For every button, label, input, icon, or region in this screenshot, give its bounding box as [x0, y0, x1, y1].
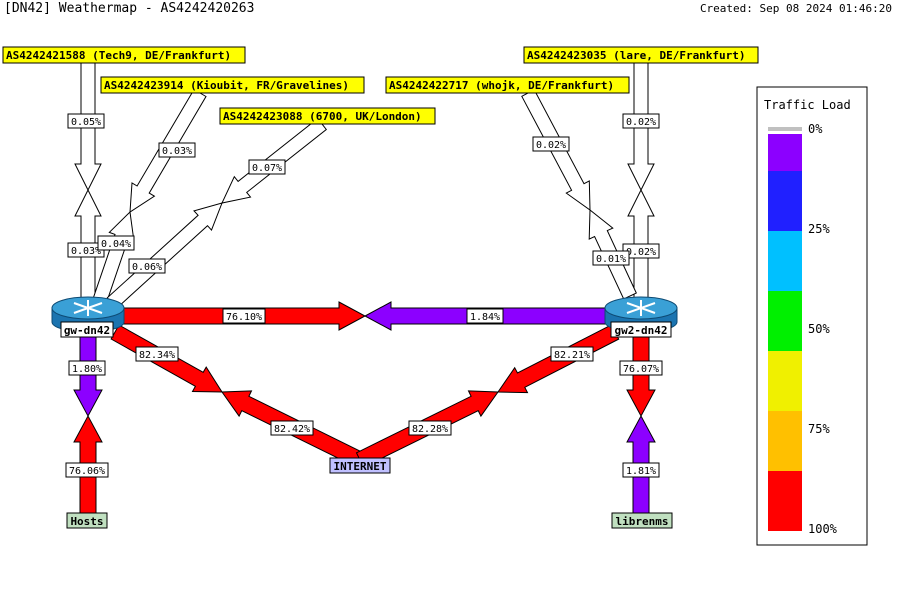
svg-text:82.42%: 82.42% [274, 424, 310, 435]
legend-tick-100: 100% [808, 522, 838, 536]
legend-tick-50: 50% [808, 322, 830, 336]
label-gw-hosts: 1.80% [68, 360, 106, 376]
svg-text:0.07%: 0.07% [252, 163, 282, 174]
legend-swatch-62-75 [768, 411, 802, 471]
svg-text:1.84%: 1.84% [470, 312, 500, 323]
label-internet-gw2: 82.28% [408, 420, 452, 436]
svg-text:gw-dn42: gw-dn42 [64, 324, 110, 337]
link-gw-hosts-arrow[interactable] [73, 336, 103, 418]
label-whojk-in: 0.02% [532, 136, 570, 152]
legend-swatch-37-50 [768, 291, 802, 351]
legend-tick-0: 0% [808, 122, 823, 136]
label-gw2-internet: 82.21% [550, 346, 594, 362]
svg-text:AS4242423035 (lare, DE/Frankfu: AS4242423035 (lare, DE/Frankfurt) [527, 49, 746, 62]
svg-text:Hosts: Hosts [70, 515, 103, 528]
traffic-load-legend: Traffic Load 0% 25% 50% 75% 100% [756, 86, 868, 546]
svg-text:AS4242422717 (whojk, DE/Frankf: AS4242422717 (whojk, DE/Frankfurt) [389, 79, 614, 92]
label-london-out: 0.06% [128, 258, 166, 274]
svg-text:0.06%: 0.06% [132, 262, 162, 273]
svg-text:0.02%: 0.02% [626, 117, 656, 128]
links-layer [73, 62, 656, 514]
legend-swatch-75-100 [768, 471, 802, 531]
legend-title: Traffic Load [764, 98, 851, 112]
svg-text:0.02%: 0.02% [536, 140, 566, 151]
label-kioubit-in: 0.03% [158, 142, 196, 158]
svg-text:gw2-dn42: gw2-dn42 [615, 324, 668, 337]
svg-text:0.03%: 0.03% [162, 146, 192, 157]
svg-text:1.80%: 1.80% [72, 364, 102, 375]
node-internet[interactable]: INTERNET [329, 457, 391, 474]
legend-swatch-50-62 [768, 351, 802, 411]
label-gw2-librenms: 76.07% [619, 360, 663, 376]
label-gw-gw2: 76.10% [222, 308, 266, 324]
peer-kioubit[interactable]: AS4242423914 (Kioubit, FR/Gravelines) [100, 76, 365, 94]
label-lare-in: 0.02% [622, 113, 660, 129]
label-gw2-gw: 1.84% [466, 308, 504, 324]
legend-swatch-25-37 [768, 231, 802, 291]
legend-tick-25: 25% [808, 222, 830, 236]
svg-text:0.01%: 0.01% [596, 254, 626, 265]
label-london-in: 0.07% [248, 159, 286, 175]
svg-text:INTERNET: INTERNET [334, 460, 387, 473]
label-kioubit-out: 0.04% [97, 235, 135, 251]
svg-text:0.03%: 0.03% [71, 246, 101, 257]
map-title: [DN42] Weathermap - AS4242420263 [4, 1, 254, 16]
label-whojk-out: 0.01% [592, 250, 630, 266]
node-gw-dn42[interactable]: gw-dn42 [51, 296, 125, 338]
label-gw-internet: 82.34% [135, 346, 179, 362]
svg-text:82.21%: 82.21% [554, 350, 590, 361]
node-gw2-dn42[interactable]: gw2-dn42 [604, 296, 678, 338]
svg-text:82.34%: 82.34% [139, 350, 175, 361]
peer-london[interactable]: AS4242423088 (6700, UK/London) [219, 107, 436, 125]
svg-text:librenms: librenms [616, 515, 669, 528]
svg-text:AS4242421588 (Tech9, DE/Frankf: AS4242421588 (Tech9, DE/Frankfurt) [6, 49, 231, 62]
svg-text:82.28%: 82.28% [412, 424, 448, 435]
svg-text:0.04%: 0.04% [101, 239, 131, 250]
peer-whojk[interactable]: AS4242422717 (whojk, DE/Frankfurt) [385, 76, 630, 94]
link-labels: 0.05% 0.03% 0.03% 0.04% 0.07% 0.06% 0.02… [65, 113, 663, 478]
legend-swatch-none [768, 127, 802, 131]
link-london-out-arrow[interactable] [106, 202, 223, 309]
svg-text:0.02%: 0.02% [626, 247, 656, 258]
label-hosts-gw: 76.06% [65, 462, 109, 478]
legend-swatch-0-12 [768, 134, 802, 171]
peer-lare[interactable]: AS4242423035 (lare, DE/Frankfurt) [523, 46, 759, 64]
svg-text:0.05%: 0.05% [71, 117, 101, 128]
link-gw2-librenms-arrow[interactable] [626, 336, 656, 418]
legend-swatch-12-25 [768, 171, 802, 231]
label-internet-gw: 82.42% [270, 420, 314, 436]
svg-text:76.07%: 76.07% [623, 364, 659, 375]
svg-text:AS4242423914 (Kioubit, FR/Grav: AS4242423914 (Kioubit, FR/Gravelines) [104, 79, 349, 92]
svg-text:76.06%: 76.06% [69, 466, 105, 477]
node-librenms[interactable]: librenms [611, 512, 673, 529]
svg-text:AS4242423088 (6700, UK/London): AS4242423088 (6700, UK/London) [223, 110, 422, 123]
peer-tech9[interactable]: AS4242421588 (Tech9, DE/Frankfurt) [2, 46, 246, 64]
label-tech9-in: 0.05% [67, 113, 105, 129]
label-librenms-gw2: 1.81% [622, 462, 660, 478]
node-hosts[interactable]: Hosts [66, 512, 108, 529]
legend-tick-75: 75% [808, 422, 830, 436]
svg-text:76.10%: 76.10% [226, 312, 262, 323]
svg-text:1.81%: 1.81% [626, 466, 656, 477]
created-timestamp: Created: Sep 08 2024 01:46:20 [700, 2, 892, 15]
